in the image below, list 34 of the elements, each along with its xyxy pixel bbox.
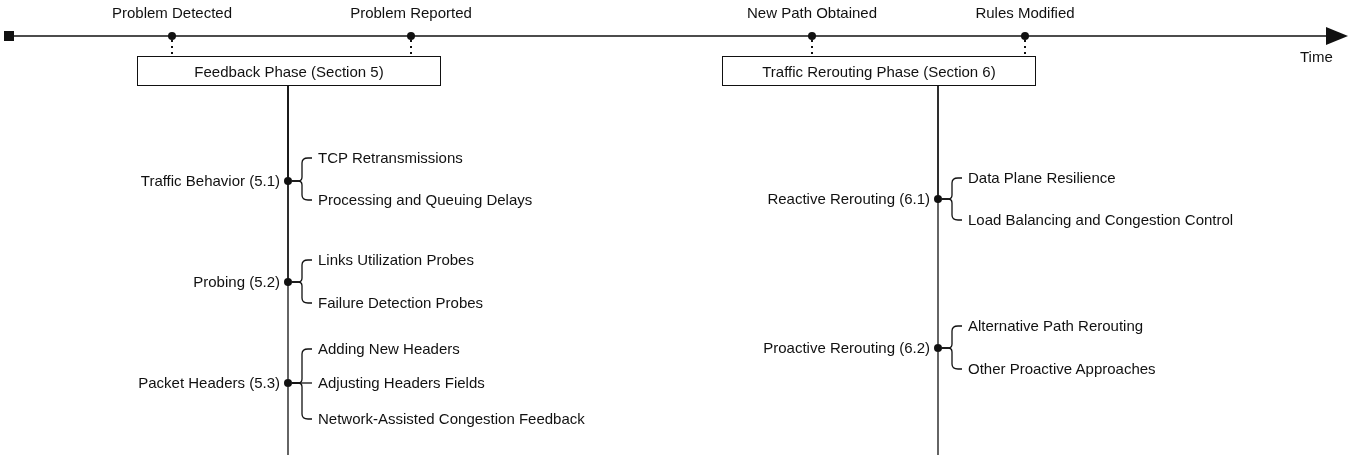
category-label: Traffic Behavior (5.1)	[140, 172, 280, 189]
brace-connector	[941, 347, 963, 370]
brace-connector	[941, 198, 963, 221]
brace-connector	[291, 281, 313, 304]
subcategory-label: Failure Detection Probes	[318, 293, 484, 313]
dotted-connector	[410, 39, 412, 57]
event-label: Problem Detected	[110, 4, 234, 21]
category-label: Probing (5.2)	[193, 273, 280, 290]
dotted-connector	[171, 39, 173, 57]
brace-connector	[291, 180, 313, 201]
subcategory-label: Load Balancing and Congestion Control	[968, 210, 1234, 230]
subcategory-label: Processing and Queuing Delays	[318, 190, 533, 210]
vertical-connector	[937, 85, 939, 345]
subcategory-label: Alternative Path Rerouting	[968, 316, 1144, 336]
dotted-connector	[1024, 39, 1026, 57]
category-label: Packet Headers (5.3)	[138, 374, 280, 391]
event-label: Problem Reported	[349, 4, 473, 21]
dotted-connector	[811, 39, 813, 57]
event-label: New Path Obtained	[745, 4, 879, 21]
axis-label: Time	[1300, 48, 1333, 65]
subcategory-label: Adjusting Headers Fields	[318, 373, 485, 393]
subcategory-label: Network-Assisted Congestion Feedback	[318, 409, 585, 429]
category-label: Reactive Rerouting (6.1)	[767, 190, 930, 207]
subcategory-label: Other Proactive Approaches	[968, 359, 1156, 379]
phase-box: Feedback Phase (Section 5)	[137, 56, 441, 86]
subcategory-label: Data Plane Resilience	[968, 168, 1116, 188]
category-label: Proactive Rerouting (6.2)	[763, 339, 930, 356]
subcategory-label: Adding New Headers	[318, 339, 460, 359]
brace-connector	[291, 382, 313, 420]
subcategory-label: TCP Retransmissions	[318, 148, 463, 168]
vertical-connector	[287, 85, 289, 380]
phase-box: Traffic Rerouting Phase (Section 6)	[722, 56, 1036, 86]
subcategory-label: Links Utilization Probes	[318, 250, 474, 270]
event-label: Rules Modified	[974, 4, 1076, 21]
